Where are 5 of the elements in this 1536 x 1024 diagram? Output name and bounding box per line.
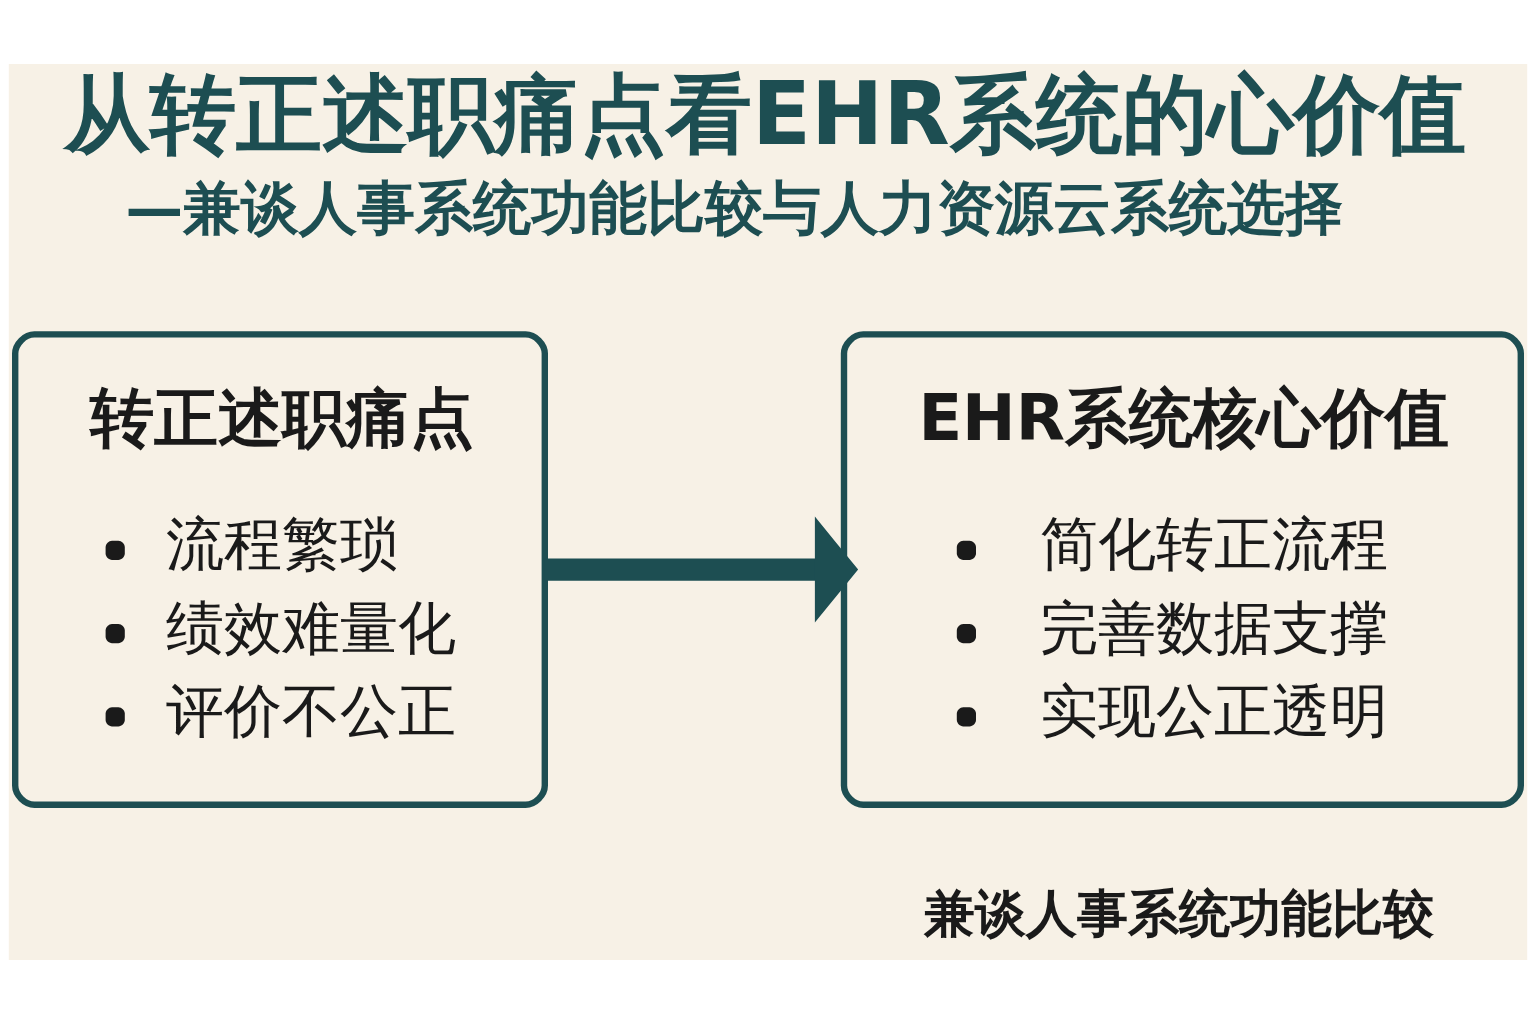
label: 兼谈人事系统功能比较: [924, 882, 1434, 943]
node-box: 转正述职痛点 流程繁琐 绩效难量化 评价不公正: [12, 331, 548, 808]
diagram-title: 从转正述职痛点看EHR系统的心价值: [64, 64, 1466, 165]
label: —兼谈人事系统功能比较与人力资源云系统选择: [125, 175, 1344, 243]
node-box: EHR系统核心价值 简化转正流程 完善数据支撑 实现公正透明: [840, 331, 1524, 808]
